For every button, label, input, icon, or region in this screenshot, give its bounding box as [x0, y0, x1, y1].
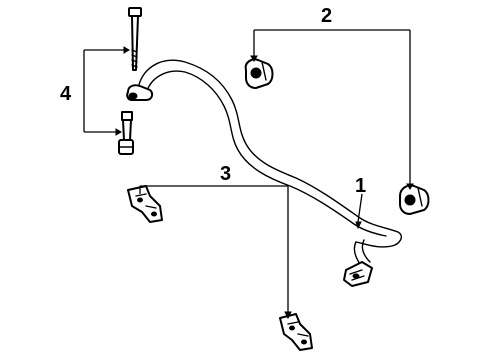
- bushing-left: [244, 58, 274, 89]
- bushing-right: [399, 184, 430, 215]
- link-bolt: [128, 7, 142, 71]
- bracket-upper: [127, 185, 163, 223]
- callout-2: 2: [321, 5, 332, 27]
- bracket-lower: [279, 313, 313, 351]
- callout-3: 3: [220, 163, 231, 185]
- stabilizer-bar: [126, 59, 402, 287]
- leader-1: [355, 193, 363, 230]
- leader-3: [139, 185, 292, 320]
- callout-1: 1: [355, 175, 366, 197]
- link-sleeve: [118, 111, 134, 155]
- callout-4: 4: [60, 83, 72, 105]
- leader-4: [83, 46, 130, 136]
- leader-2: [250, 29, 414, 190]
